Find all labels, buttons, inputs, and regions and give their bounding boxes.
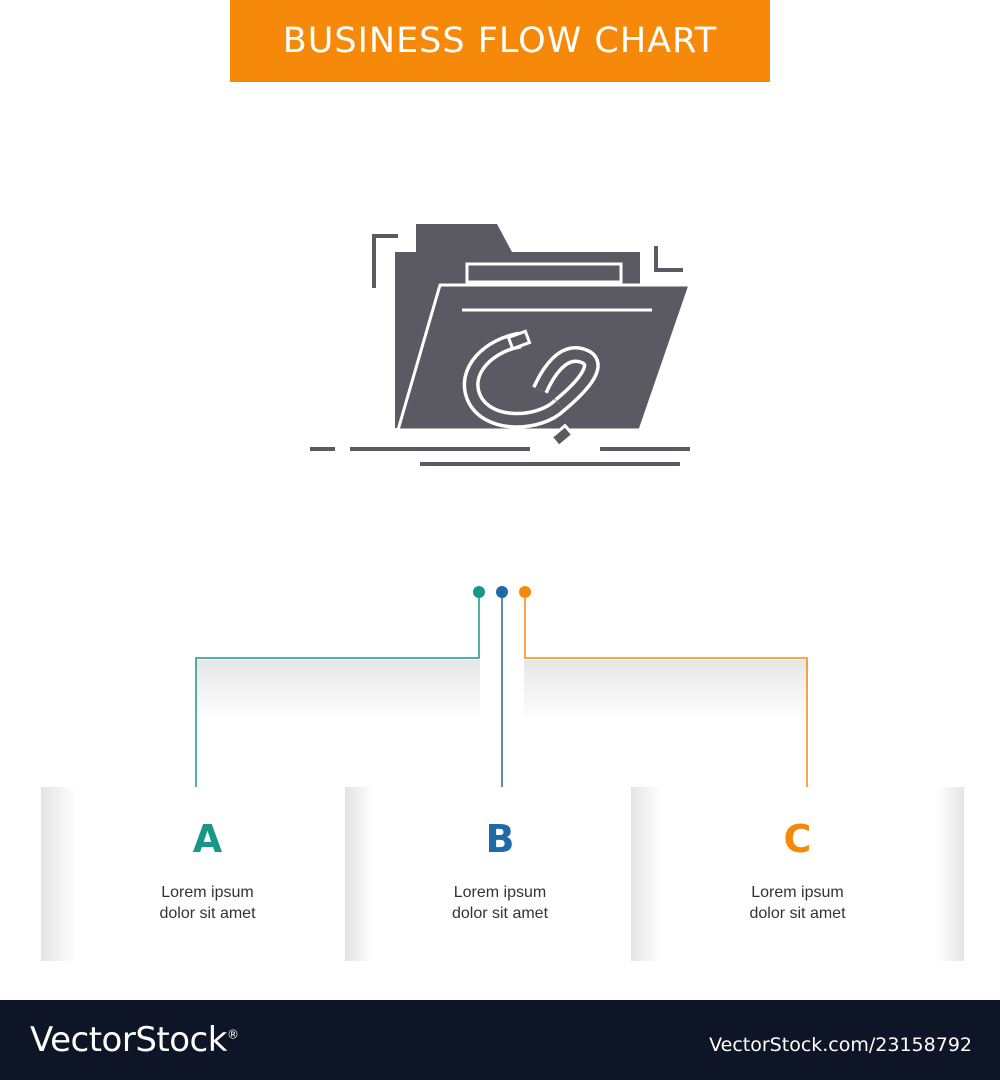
card-b: B Lorem ipsum dolor sit amet xyxy=(345,787,655,961)
card-c-letter: C xyxy=(783,817,812,861)
node-c-dot xyxy=(519,586,531,598)
card-c-line2: dolor sit amet xyxy=(749,905,846,922)
card-a-line2: dolor sit amet xyxy=(159,905,256,922)
card-a-letter: A xyxy=(192,817,223,861)
chart-title: BUSINESS FLOW CHART xyxy=(282,21,718,61)
vectorstock-logo: VectorStock® xyxy=(30,1020,239,1060)
card-c: C Lorem ipsum dolor sit amet xyxy=(631,787,964,961)
footer-bar: VectorStock® VectorStock.com/23158792 xyxy=(0,1000,1000,1080)
image-id-text: VectorStock.com/23158792 xyxy=(709,1034,972,1056)
title-banner: BUSINESS FLOW CHART xyxy=(230,0,770,82)
card-c-text: Lorem ipsum dolor sit amet xyxy=(631,882,964,924)
card-c-line1: Lorem ipsum xyxy=(751,884,844,901)
folder-with-magnet-icon xyxy=(310,224,692,466)
registered-mark: ® xyxy=(226,1027,239,1042)
card-b-line2: dolor sit amet xyxy=(451,905,549,922)
card-b-text: Lorem ipsum dolor sit amet xyxy=(345,882,655,924)
card-b-letter: B xyxy=(485,817,515,861)
node-a-dot xyxy=(473,586,485,598)
card-b-line1: Lorem ipsum xyxy=(453,884,547,901)
connector-shadow-right xyxy=(524,660,808,720)
node-b-dot xyxy=(496,586,508,598)
brand-name: VectorStock xyxy=(30,1020,227,1060)
card-a-text: Lorem ipsum dolor sit amet xyxy=(41,882,374,924)
card-a: A Lorem ipsum dolor sit amet xyxy=(41,787,374,961)
connector-shadow-left xyxy=(196,660,480,720)
card-a-line1: Lorem ipsum xyxy=(161,884,254,901)
